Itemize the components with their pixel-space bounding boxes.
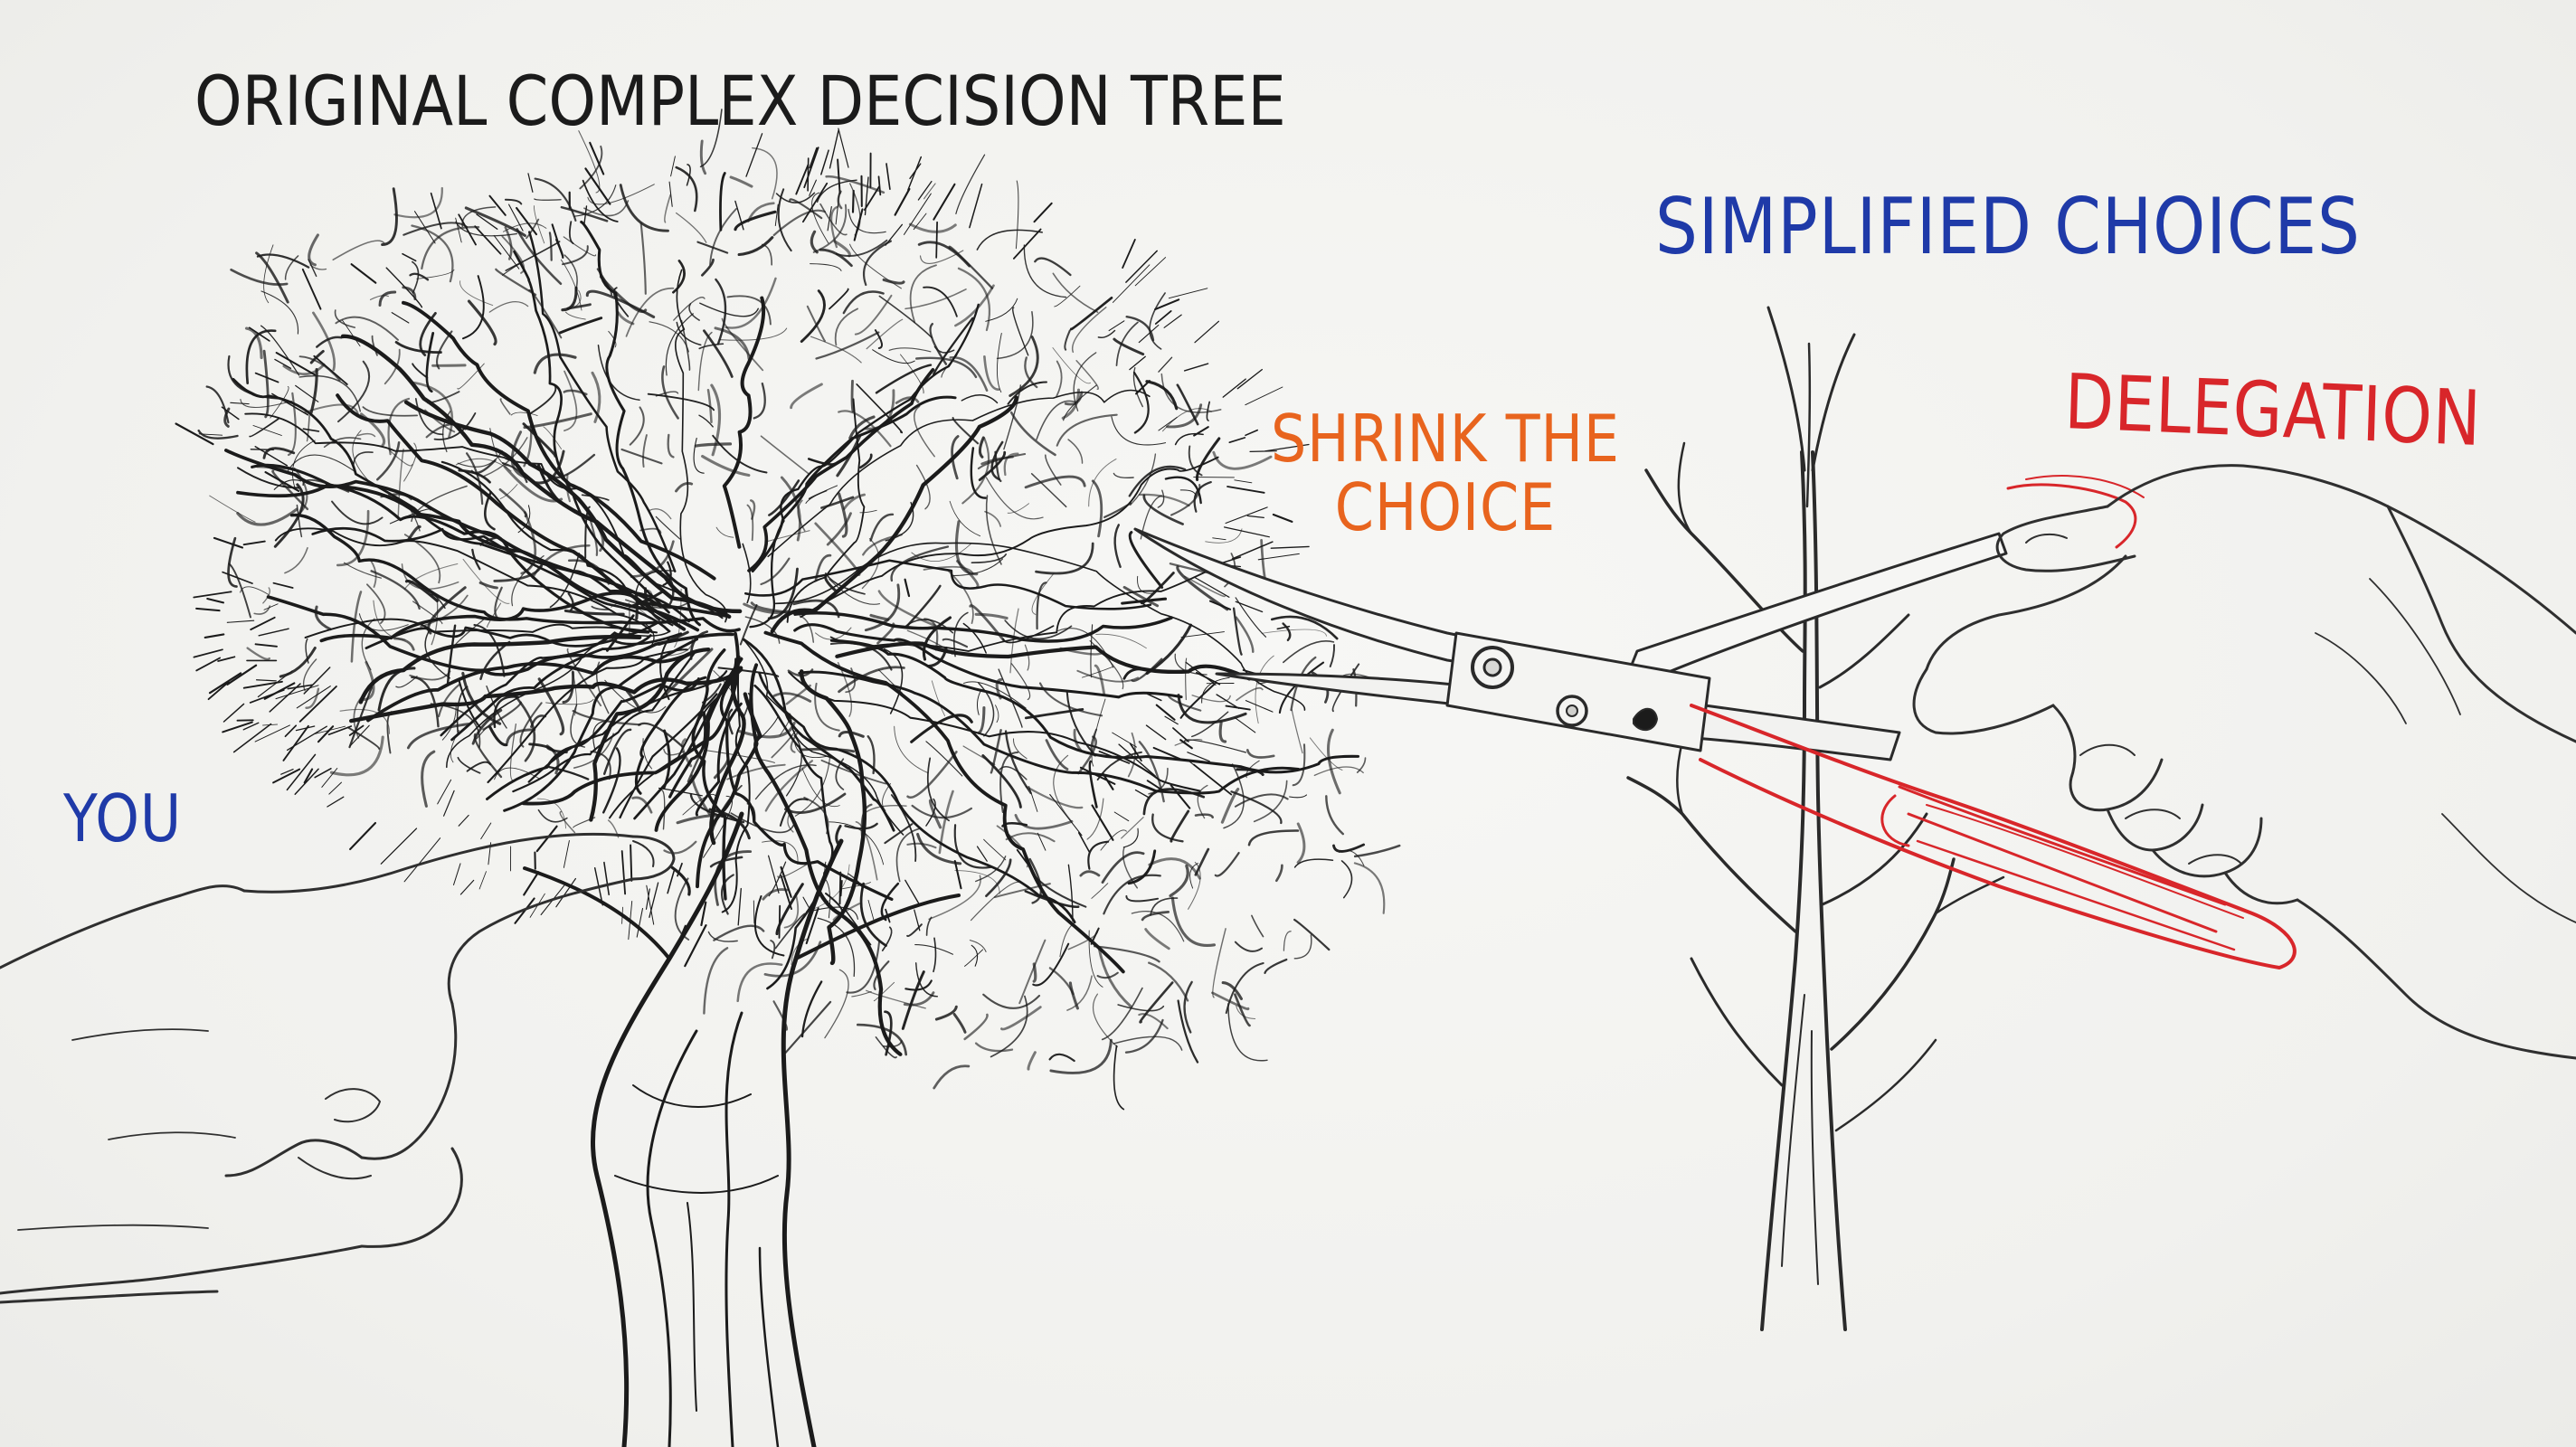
complex-tree-title: ORIGINAL COMPLEX DECISION TREE [194, 61, 1286, 141]
shrink-label-line-1: SHRINK THE [1271, 401, 1620, 477]
you-label: YOU [63, 780, 183, 856]
simplified-tree-icon [1626, 306, 2005, 1331]
complex-decision-tree-icon [175, 109, 1401, 1447]
scissors-icon [1133, 475, 2297, 969]
pointing-hand-icon [0, 832, 676, 1304]
shrink-label-line-2: CHOICE [1334, 468, 1557, 545]
delegation-label: DELEGATION [2063, 357, 2483, 464]
holding-hand-icon [1912, 464, 2576, 1060]
simplified-choices-label: SIMPLIFIED CHOICES [1655, 182, 2361, 272]
shrink-the-choice-label: SHRINK THE CHOICE [1271, 401, 1620, 545]
